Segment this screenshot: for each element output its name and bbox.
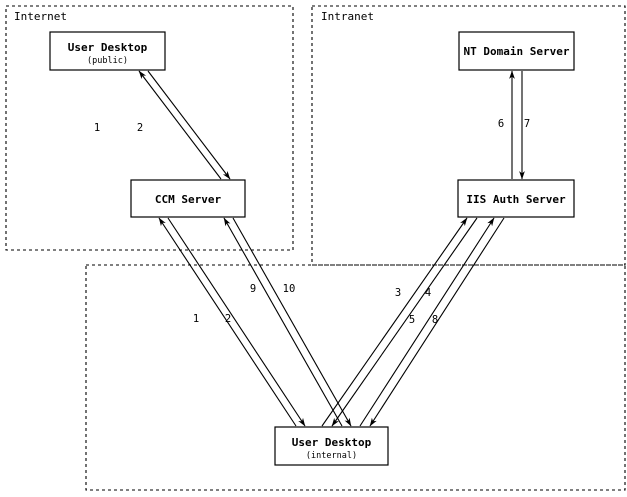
zone-boundary-internet <box>5 5 294 251</box>
flow-label-edge-7: 7 <box>524 118 530 130</box>
flow-arrow-edge-1-public <box>147 70 231 180</box>
node-iis-auth-server[interactable]: IIS Auth Server <box>457 179 575 218</box>
node-user-desktop-internal[interactable]: User Desktop (internal) <box>274 426 389 466</box>
flow-label-edge-9: 9 <box>250 283 256 295</box>
flow-label-edge-2-internal: 2 <box>225 313 231 325</box>
node-box-user-desktop-public <box>49 31 166 71</box>
flow-label-edge-2-public: 2 <box>137 122 143 134</box>
flow-arrow-edge-9 <box>223 217 343 427</box>
flow-label-edge-1-internal: 1 <box>193 313 199 325</box>
flow-arrow-edge-4 <box>331 217 478 427</box>
zone-boundary-internal <box>85 264 626 491</box>
node-ccm-server[interactable]: CCM Server <box>130 179 246 218</box>
zone-boundaries <box>5 5 626 491</box>
node-title-user-desktop-public: User Desktop <box>68 41 148 54</box>
diagram-nodes: User Desktop (public) CCM Server NT Domain … <box>49 31 575 466</box>
node-title-iis-auth-server: IIS Auth Server <box>466 193 566 206</box>
flow-label-edge-8: 8 <box>432 314 438 326</box>
node-box-user-desktop-internal <box>274 426 389 466</box>
node-title-ccm-server: CCM Server <box>155 193 222 206</box>
node-subtitle-user-desktop-public: (public) <box>87 56 128 66</box>
flow-arrow-edge-5 <box>359 217 495 427</box>
flow-arrow-edge-8 <box>369 217 505 427</box>
node-box-ccm-server <box>130 179 246 218</box>
flow-arrow-edge-1-internal <box>158 217 297 427</box>
flow-edges <box>138 70 525 427</box>
flow-label-edge-6: 6 <box>498 118 504 130</box>
flow-label-edge-5: 5 <box>409 314 415 326</box>
zone-labels: Internet Intranet <box>14 10 374 23</box>
flow-label-edge-1-public: 1 <box>94 122 100 134</box>
node-box-nt-domain-server <box>458 31 575 71</box>
flow-edge-labels: 1 2 1 2 9 10 3 4 5 8 6 7 <box>94 118 530 326</box>
flow-arrow-edge-3 <box>321 217 468 427</box>
node-title-user-desktop-internal: User Desktop <box>292 436 372 449</box>
flow-label-edge-4: 4 <box>425 287 431 299</box>
node-user-desktop-public[interactable]: User Desktop (public) <box>49 31 166 71</box>
zone-label-internet: Internet <box>14 10 67 23</box>
node-box-iis-auth-server <box>457 179 575 218</box>
node-nt-domain-server[interactable]: NT Domain Server <box>458 31 575 71</box>
flow-arrow-edge-2-public <box>138 70 222 180</box>
flow-arrow-edge-10 <box>232 217 352 427</box>
node-title-nt-domain-server: NT Domain Server <box>464 45 570 58</box>
zone-label-intranet: Intranet <box>321 10 374 23</box>
node-subtitle-user-desktop-internal: (internal) <box>306 451 357 461</box>
flow-label-edge-10: 10 <box>283 283 296 295</box>
flow-arrow-edge-2-internal <box>167 217 306 427</box>
flow-label-edge-3: 3 <box>395 287 401 299</box>
zone-boundary-intranet <box>311 5 626 266</box>
